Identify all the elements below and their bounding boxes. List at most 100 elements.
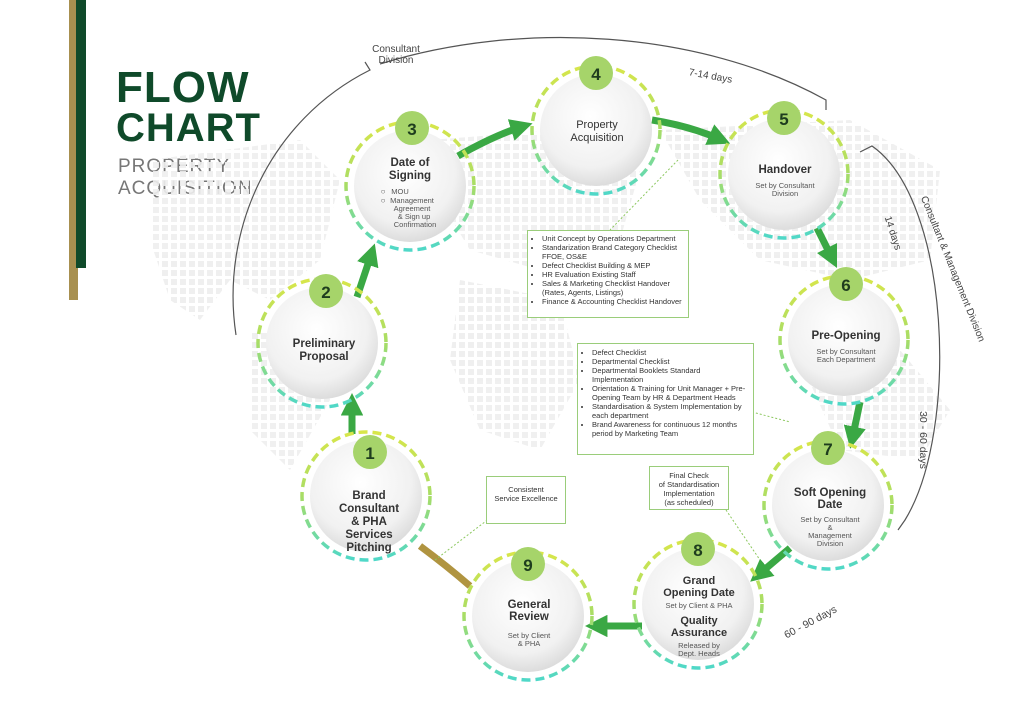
svg-text:MOU: MOU bbox=[391, 187, 409, 196]
svg-text:Released by: Released by bbox=[678, 641, 720, 650]
step-node-7: 7 Soft Opening Date Set by Consultant & … bbox=[762, 431, 894, 571]
svg-text:4: 4 bbox=[591, 65, 601, 84]
green-accent-bar bbox=[76, 0, 86, 268]
connector-9-to-1 bbox=[417, 543, 473, 589]
step-badge-8 bbox=[681, 532, 715, 566]
step-badge-3 bbox=[395, 111, 429, 145]
svg-text:& Sign up: & Sign up bbox=[398, 212, 431, 221]
preopening-checklist-box: Defect Checklist Departmental Checklist … bbox=[577, 343, 754, 455]
consistent-service-box: Consistent Service Excellence bbox=[486, 476, 566, 524]
svg-text:Agreement: Agreement bbox=[394, 204, 432, 213]
step-badge-1 bbox=[353, 435, 387, 469]
svg-text:Services: Services bbox=[345, 529, 392, 541]
checklist-item: Standardisation & System Implementation … bbox=[592, 402, 753, 420]
days-30-60: 30 - 60 days bbox=[917, 411, 929, 469]
box-line: Consistent bbox=[508, 485, 544, 494]
svg-text:Proposal: Proposal bbox=[299, 351, 348, 363]
box-line: Implementation bbox=[663, 489, 715, 498]
svg-text:Signing: Signing bbox=[389, 170, 431, 182]
step-badge-7 bbox=[811, 431, 845, 465]
svg-text:Property: Property bbox=[576, 119, 618, 131]
arc-label-consultant-management: Consultant & Management Division bbox=[918, 195, 987, 344]
checklist-item: Sales & Marketing Checklist Handover (Ra… bbox=[542, 279, 688, 297]
svg-text:5: 5 bbox=[779, 110, 788, 129]
svg-text:Management: Management bbox=[808, 531, 853, 540]
svg-text:8: 8 bbox=[693, 541, 702, 560]
title-chart: CHART bbox=[116, 106, 261, 150]
svg-text:○: ○ bbox=[381, 196, 386, 205]
step-node-5: 5 Handover Set by Consultant Division bbox=[718, 101, 850, 240]
step-node-2: 2 Preliminary Proposal bbox=[256, 274, 388, 409]
consultant-division-arc bbox=[232, 36, 827, 336]
svg-text:&: & bbox=[827, 523, 832, 532]
svg-text:Division: Division bbox=[772, 189, 798, 198]
svg-text:Acquisition: Acquisition bbox=[570, 132, 623, 144]
checklist-item: Defect Checklist Building & MEP bbox=[542, 261, 688, 270]
svg-text:Set by Client & PHA: Set by Client & PHA bbox=[665, 601, 732, 610]
svg-text:9: 9 bbox=[523, 556, 532, 575]
consultant-management-arc bbox=[859, 145, 941, 531]
title-flow: FLOW bbox=[116, 63, 250, 112]
step-node-8: 8 Grand Opening Date Set by Client & PHA… bbox=[632, 532, 764, 670]
arrow-5-to-6 bbox=[813, 226, 838, 269]
svg-text:Preliminary: Preliminary bbox=[293, 338, 356, 350]
checklist-item: Departmental Booklets Standard Implement… bbox=[592, 366, 753, 384]
svg-text:7: 7 bbox=[823, 440, 832, 459]
checklist-item: Defect Checklist bbox=[592, 348, 753, 357]
days-7-14: 7-14 days bbox=[688, 67, 733, 85]
arc-label-consultant-1: Consultant bbox=[372, 44, 420, 55]
leader-lines bbox=[434, 159, 791, 561]
box-line: (as scheduled) bbox=[664, 498, 714, 507]
svg-text:Management: Management bbox=[390, 196, 435, 205]
checklist-item: HR Evaluation Existing Staff bbox=[542, 270, 688, 279]
step-badge-5 bbox=[767, 101, 801, 135]
svg-text:Brand: Brand bbox=[352, 490, 385, 502]
checklist-item: Departmental Checklist bbox=[592, 357, 753, 366]
svg-text:Set by Consultant: Set by Consultant bbox=[755, 181, 815, 190]
svg-text:Division: Division bbox=[817, 539, 843, 548]
svg-text:Confirmation: Confirmation bbox=[394, 220, 437, 229]
svg-text:Assurance: Assurance bbox=[671, 627, 727, 639]
svg-text:Soft Opening: Soft Opening bbox=[794, 487, 866, 499]
gold-accent-bar bbox=[69, 0, 78, 300]
svg-text:& PHA: & PHA bbox=[518, 639, 541, 648]
step-node-4: 4 Property Acquisition bbox=[530, 56, 662, 196]
svg-text:Opening Date: Opening Date bbox=[663, 587, 735, 599]
checklist-item: Standarization Brand Category Checklist … bbox=[542, 243, 688, 261]
svg-text:Review: Review bbox=[509, 611, 549, 623]
svg-text:Quality: Quality bbox=[680, 615, 718, 627]
svg-text:Set by Consultant: Set by Consultant bbox=[816, 347, 876, 356]
step-node-1: 1 Brand Consultant & PHA Services Pitchi… bbox=[300, 430, 432, 562]
svg-text:2: 2 bbox=[321, 283, 330, 302]
svg-text:6: 6 bbox=[841, 276, 850, 295]
step-badge-2 bbox=[309, 274, 343, 308]
svg-text:& PHA: & PHA bbox=[351, 516, 387, 528]
svg-text:General: General bbox=[508, 599, 551, 611]
step-node-3: 3 Date of Signing ○ MOU ○ Management Agr… bbox=[344, 111, 476, 252]
svg-text:Consultant: Consultant bbox=[339, 503, 399, 515]
checklist-item: Brand Awareness for continuous 12 months… bbox=[592, 420, 753, 438]
svg-text:Date of: Date of bbox=[391, 157, 430, 169]
final-check-box: Final Check of Standardisation Implement… bbox=[649, 466, 729, 510]
step-badge-6 bbox=[829, 267, 863, 301]
checklist-item: Orientation & Training for Unit Manager … bbox=[592, 384, 753, 402]
svg-text:Pre-Opening: Pre-Opening bbox=[811, 330, 880, 342]
box-line: Service Excellence bbox=[494, 494, 558, 503]
svg-text:○: ○ bbox=[381, 187, 386, 196]
svg-text:1: 1 bbox=[365, 444, 374, 463]
box-line: Final Check bbox=[669, 471, 709, 480]
box-line: of Standardisation bbox=[658, 480, 720, 489]
step-node-9: 9 General Review Set by Client & PHA bbox=[462, 547, 594, 682]
step-node-6: 6 Pre-Opening Set by Consultant Each Dep… bbox=[778, 267, 910, 406]
svg-text:Grand: Grand bbox=[683, 575, 715, 587]
step-badge-4 bbox=[579, 56, 613, 90]
svg-text:Handover: Handover bbox=[758, 164, 812, 176]
step-badge-9 bbox=[511, 547, 545, 581]
svg-text:Each Department: Each Department bbox=[817, 355, 876, 364]
arc-label-consultant-2: Division bbox=[378, 55, 413, 66]
svg-text:Pitching: Pitching bbox=[346, 542, 391, 554]
checklist-item: Finance & Accounting Checklist Handover bbox=[542, 297, 688, 306]
svg-text:Set by Consultant: Set by Consultant bbox=[800, 515, 860, 524]
svg-text:Date: Date bbox=[818, 499, 843, 511]
